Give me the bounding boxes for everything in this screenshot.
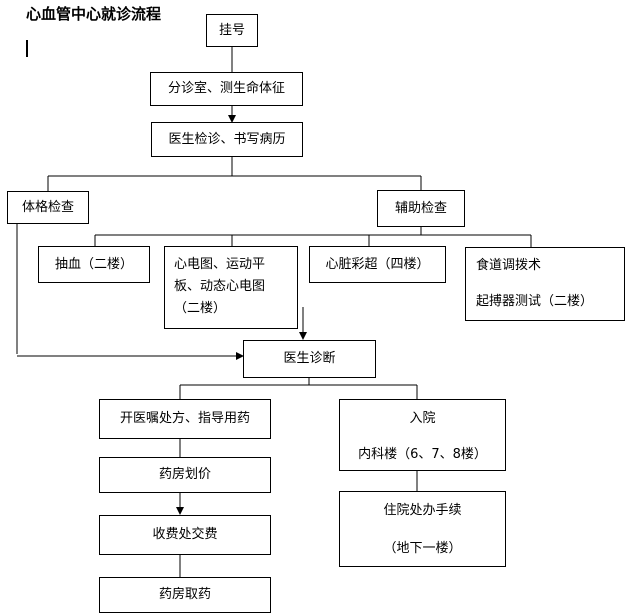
esophageal-line-2: 起搏器测试（二楼） [476,294,594,309]
physical-exam-label: 体格检查 [21,199,74,215]
echo-box: 心脏彩超（四楼） [309,246,446,283]
blood-test-label: 抽血（二楼） [54,256,133,272]
admission-line-1: 入院 [409,411,436,426]
admission-line-2: 内科楼（6、7、8楼） [358,447,487,462]
triage-box: 分诊室、测生命体征 [150,72,303,106]
triage-label: 分诊室、测生命体征 [167,81,285,96]
diagnosis-box: 医生诊断 [243,340,376,378]
blood-test-box: 抽血（二楼） [38,246,150,283]
page-title: 心血管中心就诊流程 [26,5,162,23]
prescription-label: 开医嘱处方、指导用药 [119,411,250,426]
pricing-box: 药房划价 [99,457,271,493]
ecg-line-2: 板、动态心电图 [174,279,266,294]
auxiliary-exam-label: 辅助检查 [394,200,447,216]
echo-label: 心脏彩超（四楼） [325,256,430,272]
esophageal-box: 食道调拨术 起搏器测试（二楼） [465,247,625,321]
procedures-line-2: （地下一楼） [383,541,462,556]
ecg-box: 心电图、运动平 板、动态心电图 （二楼） [164,246,298,329]
admission-box: 入院 内科楼（6、7、8楼） [339,399,506,471]
prescription-box: 开医嘱处方、指导用药 [99,399,271,439]
diagnosis-label: 医生诊断 [283,351,336,366]
auxiliary-exam-box: 辅助检查 [377,190,465,227]
payment-label: 收费处交费 [152,527,218,542]
pickup-box: 药房取药 [99,577,271,613]
register-box: 挂号 [206,14,258,47]
text-cursor [26,40,28,57]
procedures-box: 住院处办手续 （地下一楼） [339,491,506,567]
ecg-line-1: 心电图、运动平 [174,257,266,272]
esophageal-line-1: 食道调拨术 [476,258,542,273]
ecg-line-3: （二楼） [174,301,227,316]
register-label: 挂号 [218,22,245,38]
physical-exam-box: 体格检查 [7,191,89,224]
payment-box: 收费处交费 [99,515,271,555]
procedures-line-1: 住院处办手续 [383,503,462,518]
pickup-label: 药房取药 [158,587,211,602]
exam-box: 医生检诊、书写病历 [151,122,303,157]
pricing-label: 药房划价 [158,467,211,482]
exam-label: 医生检诊、书写病历 [168,131,286,147]
